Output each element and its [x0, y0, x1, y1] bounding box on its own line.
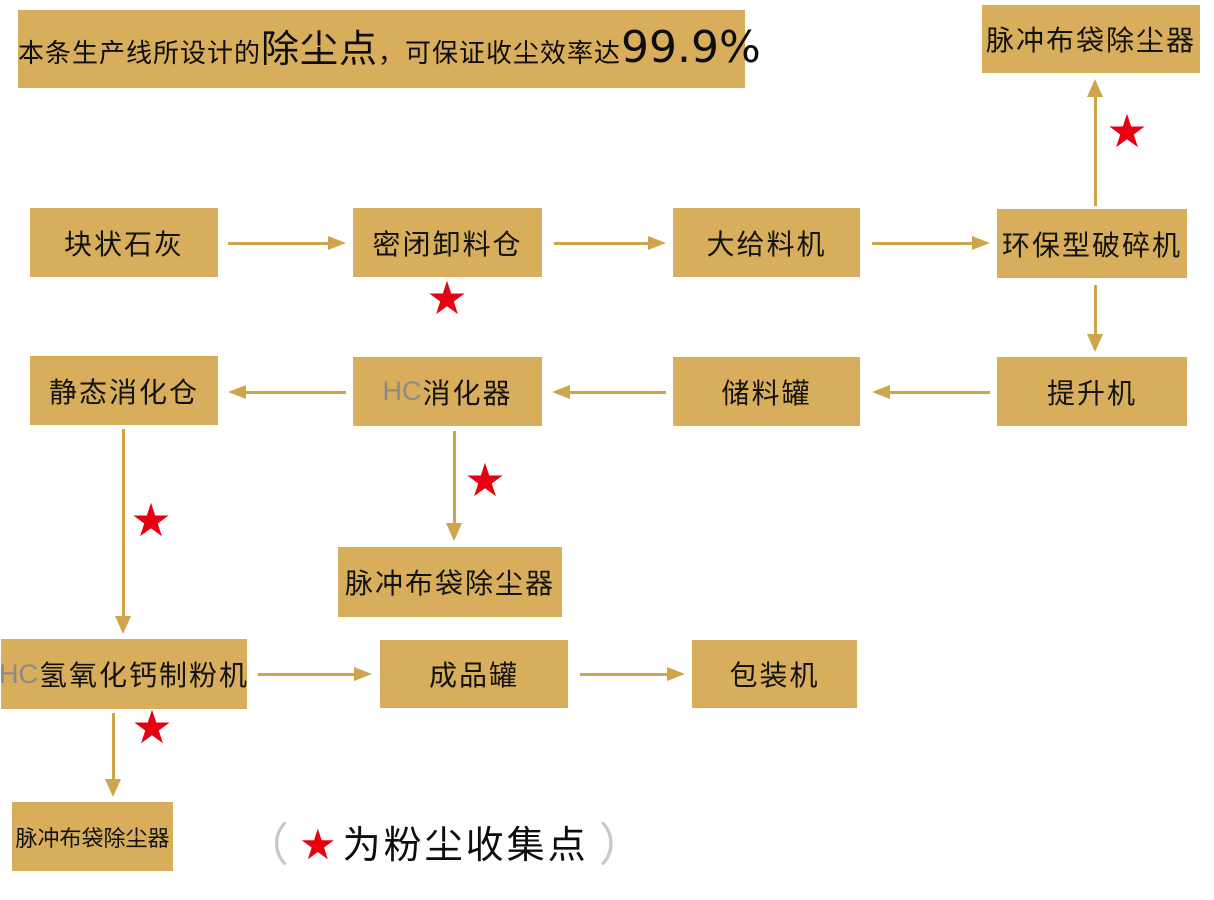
node-lump-lime: 块状石灰 — [30, 208, 218, 277]
node-eco-crusher: 环保型破碎机 — [997, 209, 1187, 278]
node-label: 脉冲布袋除尘器 — [15, 826, 170, 852]
node-hc-calcium-hydroxide-mill: HC 氢氧化钙制粉机 — [0, 639, 250, 709]
node-label: 储料罐 — [721, 376, 812, 410]
banner-segment-emphasis: 除尘点 — [261, 27, 379, 71]
node-label: 静态消化仓 — [48, 375, 199, 409]
node-product-tank: 成品罐 — [380, 640, 568, 708]
node-packing-machine: 包装机 — [692, 640, 857, 708]
node-label-hc-prefix: HC — [0, 658, 38, 689]
node-label: 块状石灰 — [63, 227, 184, 261]
node-big-feeder: 大给料机 — [673, 208, 860, 277]
title-banner: 本条生产线所设计的除尘点，可保证收尘效率达99.9% — [18, 10, 761, 88]
dust-star-mill-line: ★ — [131, 700, 173, 754]
arrow-storage-tank-to-digester — [552, 384, 666, 400]
node-elevator: 提升机 — [997, 357, 1187, 426]
node-storage-tank: 储料罐 — [673, 357, 860, 426]
node-label: 氢氧化钙制粉机 — [39, 659, 250, 692]
legend-star-icon: ★ — [299, 820, 337, 869]
arrow-sealed-bin-to-feeder — [554, 235, 666, 251]
node-label: 包装机 — [729, 659, 820, 692]
arrow-mill-to-product-tank — [258, 666, 372, 682]
legend-text: 为粉尘收集点 — [342, 823, 589, 867]
arrow-digester-to-static-bin — [228, 384, 346, 400]
node-label: 脉冲布袋除尘器 — [985, 24, 1196, 57]
node-sealed-unloading-bin: 密闭卸料仓 — [353, 208, 542, 277]
arrow-elevator-to-storage-tank — [872, 384, 990, 400]
banner-efficiency-value: 99.9% — [621, 22, 761, 73]
banner-segment: 本条生产线所设计的 — [18, 39, 262, 69]
arrow-mill-to-dust-collector-bottom — [105, 713, 121, 797]
arrow-product-tank-to-packing — [580, 666, 685, 682]
arrow-digester-to-dust-collector-mid — [446, 431, 462, 541]
node-label: 密闭卸料仓 — [372, 227, 523, 261]
arrow-feeder-to-crusher — [872, 235, 990, 251]
node-label-hc-prefix: HC — [382, 376, 422, 406]
legend-open-paren: （ — [243, 818, 289, 872]
node-dust-collector-bottom: 脉冲布袋除尘器 — [12, 802, 173, 871]
node-label: 大给料机 — [706, 227, 827, 261]
node-static-digestion-bin: 静态消化仓 — [30, 356, 218, 425]
legend-close-paren: ） — [598, 818, 645, 872]
arrow-static-bin-to-mill — [115, 429, 131, 634]
arrow-lump-lime-to-sealed-bin — [228, 235, 346, 251]
banner-segment: ，可保证收尘效率达 — [378, 39, 622, 69]
node-label: 脉冲布袋除尘器 — [344, 567, 555, 600]
dust-star-digester-line: ★ — [464, 453, 506, 507]
node-hc-digester: HC 消化器 — [353, 357, 542, 426]
arrow-crusher-to-dust-collector-top — [1087, 79, 1103, 206]
node-label: 提升机 — [1046, 376, 1137, 410]
dust-star-crusher-line: ★ — [1106, 104, 1148, 158]
node-dust-collector-top: 脉冲布袋除尘器 — [982, 5, 1200, 73]
dust-star-static-bin-line: ★ — [130, 493, 172, 547]
legend: （ ★ 为粉尘收集点 ） — [243, 822, 645, 868]
node-label: 成品罐 — [428, 659, 519, 692]
node-label: 环保型破碎机 — [1001, 228, 1182, 262]
arrow-crusher-to-elevator — [1087, 285, 1103, 352]
node-dust-collector-mid: 脉冲布袋除尘器 — [338, 547, 562, 617]
node-label: 消化器 — [422, 376, 513, 410]
dust-star-sealed-bin: ★ — [426, 271, 468, 325]
